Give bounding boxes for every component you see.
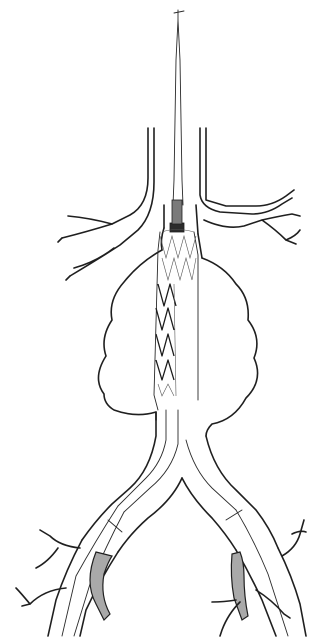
stent-graft: [154, 200, 198, 410]
aneurysm-sac: [98, 250, 257, 436]
delivery-catheter-tip: [173, 20, 183, 205]
internal-iliac-left: [90, 552, 112, 620]
iliac-artery-right: [236, 548, 306, 636]
aorta-branch-left-lower: [70, 128, 154, 276]
guidewire: [174, 10, 184, 20]
